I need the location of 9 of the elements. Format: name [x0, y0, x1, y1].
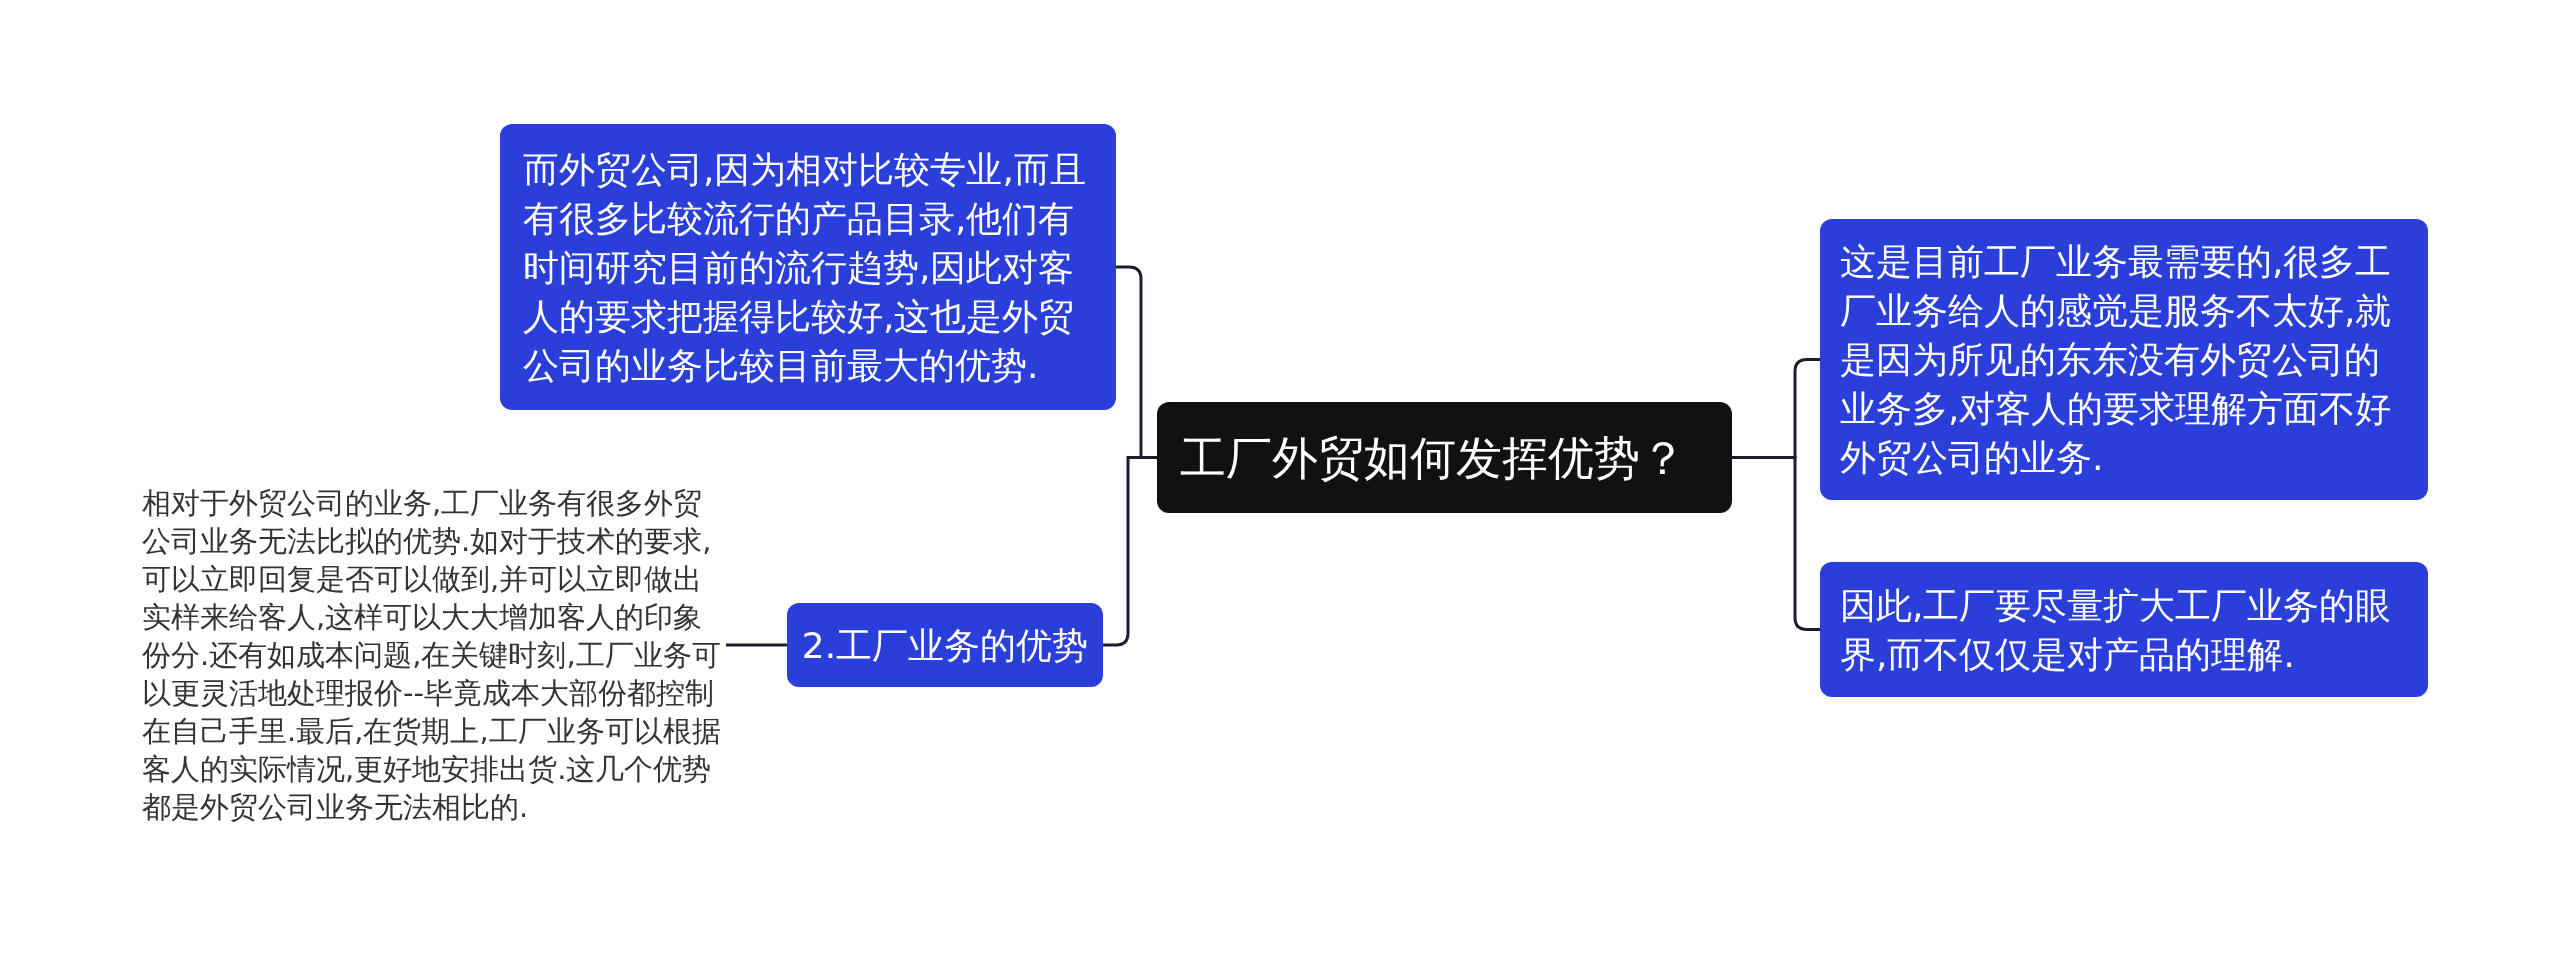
branch-box: 这是目前工厂业务最需要的,很多工厂业务给人的感觉是服务不太好,就是因为所见的东东没有外贸公司的业务多,对客人的要求理解方面不好外贸公司的业务. — [1820, 219, 2428, 500]
branch-box: 因此,工厂要尽量扩大工厂业务的眼界,而不仅仅是对产品的理解. — [1820, 562, 2428, 697]
branch-box: 而外贸公司,因为相对比较专业,而且有很多比较流行的产品目录,他们有时间研究目前的流行趋势,因此对客人的要求把握得比较好,这也是外贸公司的业务比较目前最大的优势. — [500, 124, 1116, 410]
note-text: 相对于外贸公司的业务,工厂业务有很多外贸公司业务无法比拟的优势.如对于技术的要求,可以立即回复是否可以做到,并可以立即做出实样来给客人,这样可以大大增加客人的印象份分.还有如成本问题,在关键时刻,工厂业务可以更灵活地处理报价--毕竟成本大部份都控制在自己手里.最后,在货期上,工厂业务可以根据客人的实际情况,更好地安排出货.这几个优势都是外贸公司业务无法相比的. — [142, 484, 726, 826]
connector-line — [1732, 456, 1820, 631]
topic-box: 工厂外贸如何发挥优势？ — [1157, 402, 1732, 513]
branch-box: 2.工厂业务的优势 — [787, 603, 1103, 687]
connector-line — [726, 643, 787, 647]
connector-line — [1103, 456, 1157, 647]
